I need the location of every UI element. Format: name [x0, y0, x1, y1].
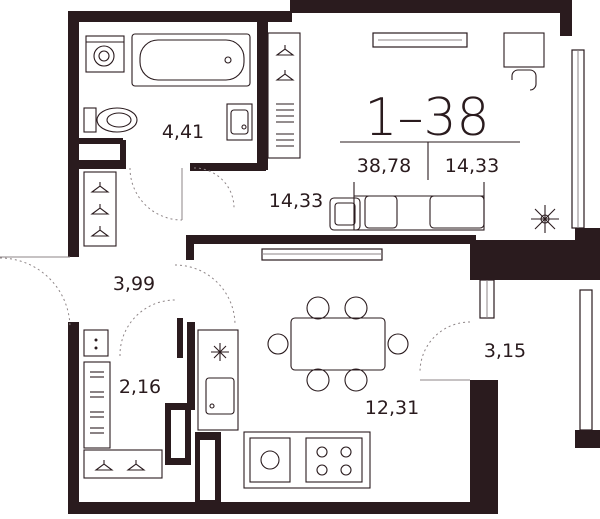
storage-shelves [83, 329, 163, 479]
area-kitchen: 12,31 [365, 397, 419, 419]
area-living-room: 14,33 [269, 190, 323, 212]
wardrobe-entry [83, 171, 117, 247]
snowflake-icon [531, 205, 559, 233]
dining-table-icon [267, 296, 409, 392]
walls [68, 0, 600, 514]
washing-machine-icon [85, 35, 125, 73]
snowflake-icon [211, 343, 229, 361]
sink-icon [226, 103, 253, 141]
apartment-number: 1–38 [364, 88, 489, 148]
apartment-total-area: 38,78 [357, 155, 411, 177]
kitchen-counter [197, 329, 239, 431]
windows [261, 32, 593, 431]
stove-icon [243, 431, 371, 489]
apartment-living-area: 14,33 [445, 155, 499, 177]
door-swings [0, 167, 471, 381]
wardrobe-hall [267, 32, 301, 159]
area-bathroom: 4,41 [162, 121, 204, 143]
area-balcony: 3,15 [484, 340, 526, 362]
armchair-icon [329, 197, 361, 231]
toilet-icon [83, 107, 138, 133]
bathtub-icon [131, 33, 251, 87]
area-storage: 2,16 [119, 376, 161, 398]
apartment-label: 1–38 38,78 14,33 [340, 80, 530, 182]
area-hallway: 3,99 [113, 273, 155, 295]
